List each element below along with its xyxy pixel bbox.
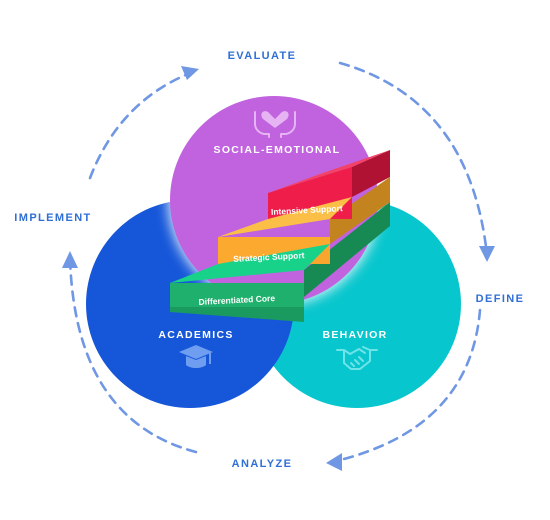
tier1-side [304, 202, 390, 297]
tier2-top [218, 197, 352, 237]
arrow-evaluate-to-define [338, 61, 489, 257]
handshake-icon [336, 346, 378, 370]
label-differentiated-core: Differentiated Core [198, 293, 275, 307]
cycle-arrowheads [62, 66, 495, 471]
arrow-define-to-analyze [330, 308, 482, 464]
hands-heart-icon [254, 111, 296, 138]
label-social-emotional: SOCIAL-EMOTIONAL [214, 144, 341, 156]
tier2-side [330, 177, 390, 244]
label-define: DEFINE [476, 293, 525, 305]
label-analyze: ANALYZE [232, 458, 293, 470]
label-behavior: BEHAVIOR [322, 329, 387, 341]
tier-staircase [170, 150, 390, 322]
label-implement: IMPLEMENT [14, 212, 91, 224]
tier1-bottom-shade [170, 307, 304, 322]
arrow-implement-to-evaluate [88, 70, 195, 180]
tier3-side [352, 150, 390, 197]
graduation-cap-icon [179, 345, 213, 368]
tier3-top [268, 150, 390, 193]
label-intensive-support: Intensive Support [271, 203, 343, 217]
label-academics: ACADEMICS [158, 329, 233, 341]
cycle-arrows [68, 61, 489, 464]
tier1-front [170, 283, 304, 307]
label-strategic-support: Strategic Support [233, 250, 305, 264]
arrowhead-evaluate [181, 66, 199, 80]
arrow-analyze-to-implement [68, 256, 198, 454]
arrowhead-define [479, 246, 495, 262]
arrowhead-analyze [326, 453, 342, 471]
label-evaluate: EVALUATE [228, 50, 297, 62]
tier1-top [170, 244, 330, 283]
arrowhead-implement [62, 251, 78, 268]
